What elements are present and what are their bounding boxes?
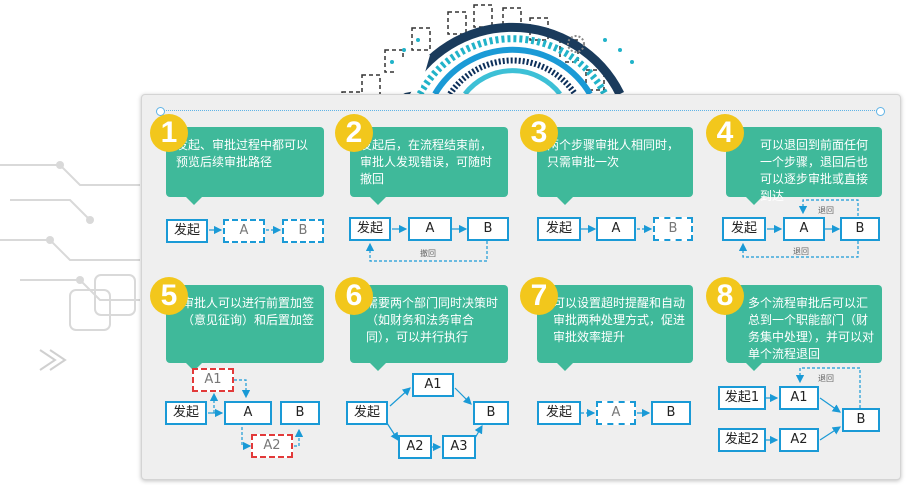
- d3-node-b: B: [653, 217, 693, 241]
- d5-node-b: B: [280, 401, 320, 425]
- step-1-text: 发起、审批过程中都可以预览后续审批路径: [166, 127, 324, 205]
- d2-start-node: 发起: [349, 217, 391, 241]
- d3-node-a: A: [596, 217, 636, 241]
- circuit-decoration: [0, 161, 140, 371]
- d8-start1-node: 发起1: [718, 386, 766, 410]
- step-3-text: 两个步骤审批人相同时，只需审批一次: [537, 127, 693, 205]
- step-8-badge: 8: [706, 277, 744, 315]
- step-4-text: 可以退回到前面任何一个步骤，退回后也可以逐步审批或直接到达: [726, 127, 882, 205]
- step-7-text: 可以设置超时提醒和自动审批两种处理方式，促进审批效率提升: [537, 285, 693, 371]
- step-6-badge: 6: [335, 277, 373, 315]
- d8-node-b: B: [842, 408, 880, 432]
- d8-return-label: 退回: [818, 374, 834, 383]
- step-5-badge: 5: [150, 277, 188, 315]
- step-4-badge: 4: [706, 114, 744, 152]
- d5-node-a2: A2: [251, 434, 293, 458]
- line-right-dot: [876, 107, 885, 116]
- step-1-badge: 1: [150, 114, 188, 152]
- d5-start-node: 发起: [165, 401, 207, 425]
- step-2-text: 发起后，在流程结束前，审批人发现错误，可随时撤回: [350, 127, 508, 205]
- d2-withdraw-label: 撤回: [420, 249, 436, 258]
- d6-node-a2: A2: [398, 435, 432, 459]
- d8-start2-node: 发起2: [718, 428, 766, 452]
- d7-start-node: 发起: [537, 401, 581, 425]
- d4-return-label-bottom: 退回: [793, 247, 809, 256]
- d6-node-a1: A1: [412, 373, 454, 397]
- d7-node-a: A: [596, 401, 636, 425]
- step-3-badge: 3: [520, 114, 558, 152]
- panel-top-line: [159, 110, 881, 111]
- d1-node-b: B: [282, 219, 324, 243]
- d6-start-node: 发起: [346, 401, 388, 425]
- d5-node-a1: A1: [192, 368, 234, 392]
- d2-node-b: B: [467, 217, 509, 241]
- d6-node-b: B: [473, 401, 509, 425]
- step-7-badge: 7: [520, 277, 558, 315]
- step-8-text: 多个流程审批后可以汇总到一个职能部门（财务集中处理），并可以对单个流程退回: [726, 285, 882, 371]
- d3-start-node: 发起: [537, 217, 581, 241]
- d4-node-a: A: [783, 217, 825, 241]
- d7-node-b: B: [651, 401, 691, 425]
- d4-start-node: 发起: [722, 217, 766, 241]
- d2-node-a: A: [408, 217, 452, 241]
- step-5-text: 审批人可以进行前置加签（意见征询）和后置加签: [166, 285, 324, 371]
- gear-decoration: [341, 4, 634, 107]
- d1-node-a: A: [223, 219, 265, 243]
- step-2-badge: 2: [335, 114, 373, 152]
- d8-node-a1: A1: [779, 386, 819, 410]
- d6-node-a3: A3: [442, 435, 476, 459]
- step-6-text: 需要两个部门同时决策时（如财务和法务审合同），可以并行执行: [350, 285, 508, 371]
- d5-node-a: A: [224, 401, 272, 425]
- d8-node-a2: A2: [779, 428, 819, 452]
- d1-start-node: 发起: [166, 219, 208, 243]
- d4-node-b: B: [840, 217, 880, 241]
- d4-return-label-top: 退回: [818, 206, 834, 215]
